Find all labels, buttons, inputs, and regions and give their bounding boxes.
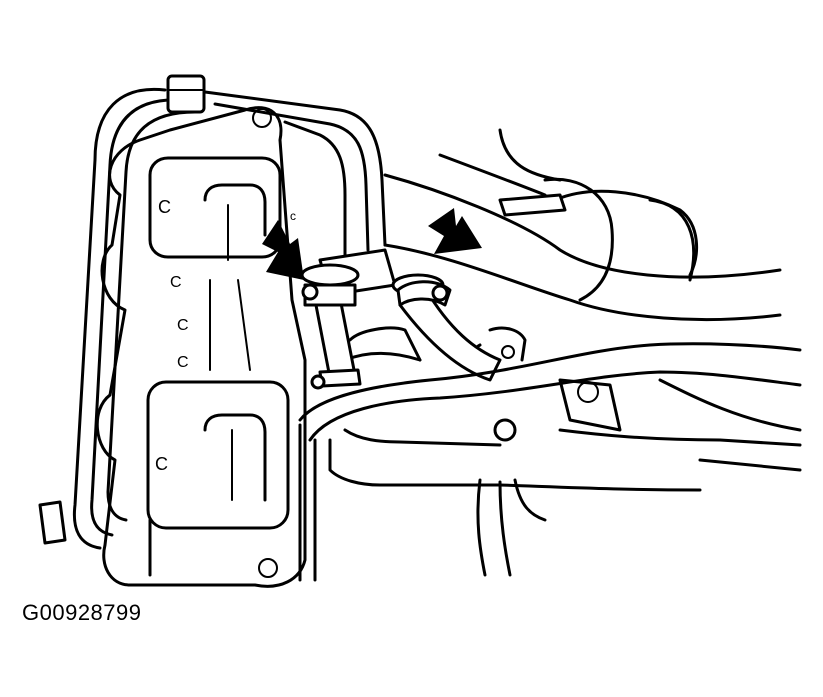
left-tubes — [38, 87, 197, 577]
svg-text:C: C — [177, 354, 189, 371]
arrow-right-hose-clamp — [428, 208, 482, 254]
svg-text:c: c — [290, 209, 296, 223]
hose-left — [300, 263, 362, 390]
upper-lines — [203, 90, 782, 322]
svg-text:C: C — [170, 274, 182, 291]
top-clip — [166, 74, 206, 114]
lower-lines — [298, 342, 802, 582]
manifold-flange: C C C C C c — [95, 106, 307, 588]
svg-text:C: C — [158, 197, 171, 217]
hose-right — [391, 273, 502, 382]
figure-code: G00928799 — [22, 600, 142, 625]
arrow-left-hose-clamp — [262, 220, 304, 280]
svg-text:C: C — [155, 454, 168, 474]
svg-text:C: C — [177, 317, 189, 334]
